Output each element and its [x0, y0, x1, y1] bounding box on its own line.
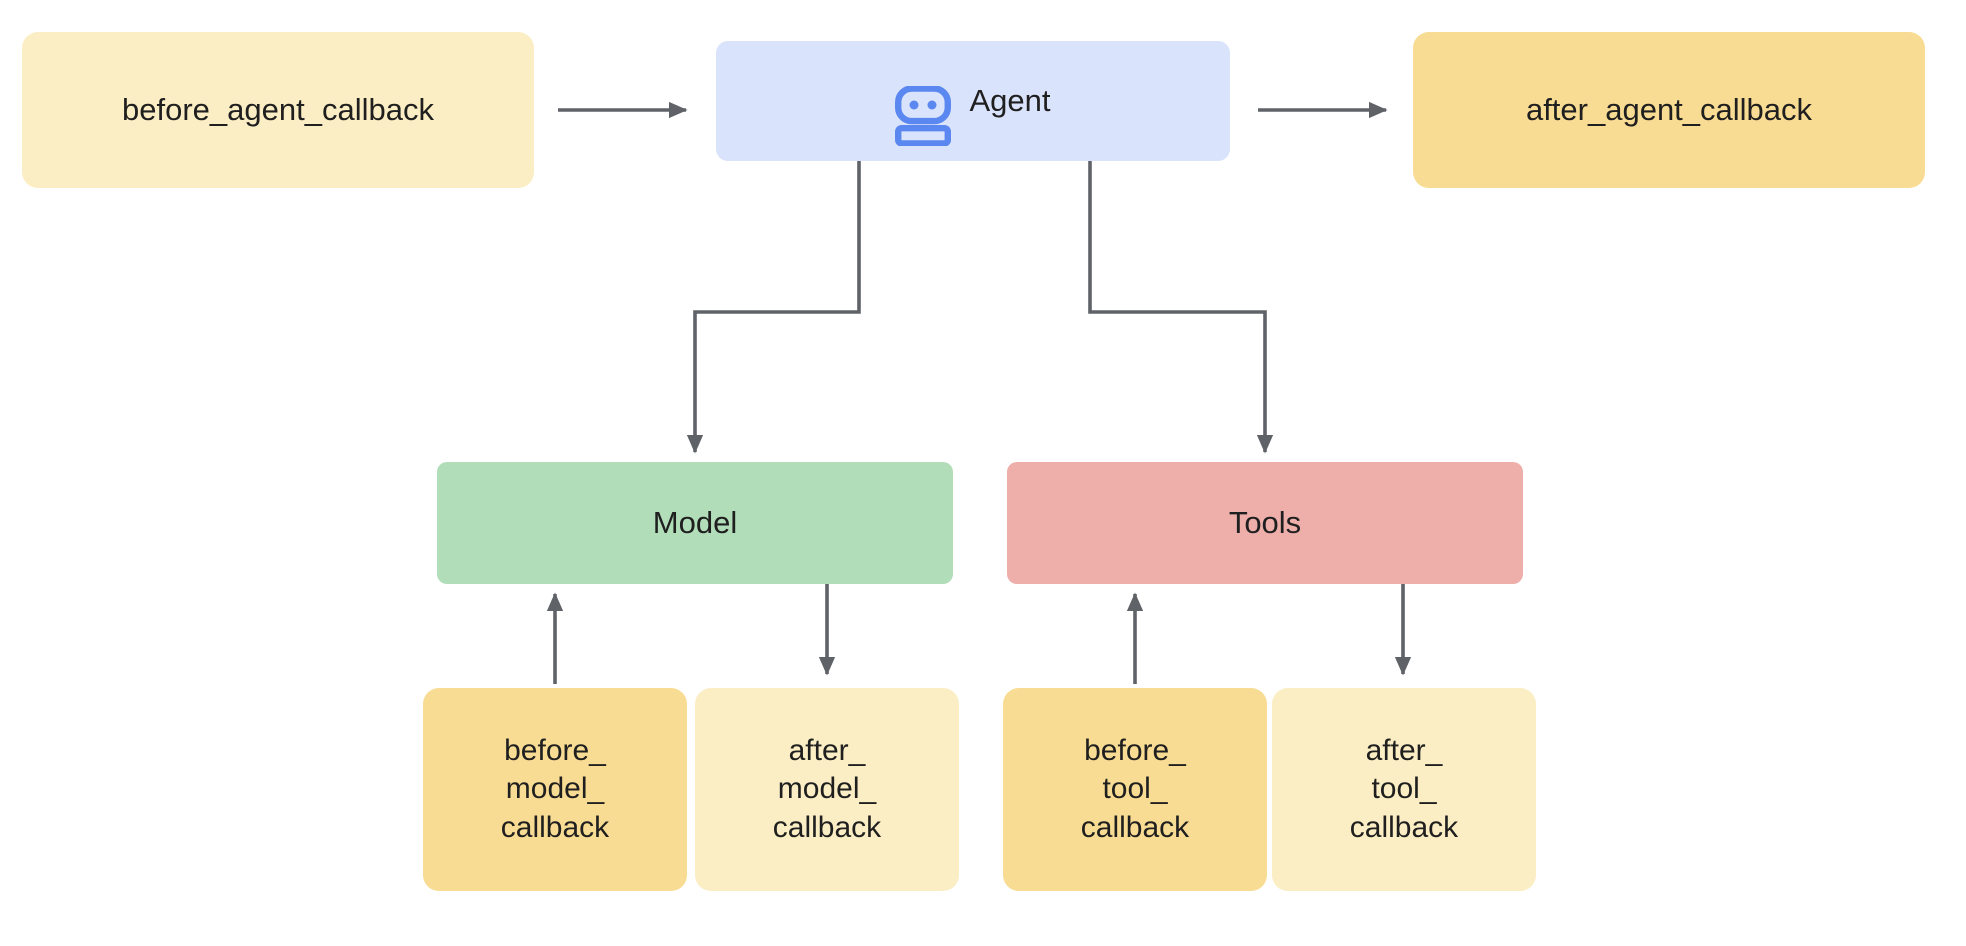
node-model[interactable]: Model	[437, 462, 953, 584]
node-agent-label: Agent	[969, 83, 1051, 119]
node-after-tool-callback-label: after_ tool_ callback	[1349, 733, 1459, 844]
node-before-tool-callback-label: before_ tool_ callback	[1080, 733, 1190, 844]
node-before-model-callback[interactable]: before_ model_ callback	[423, 688, 687, 891]
node-after-model-callback[interactable]: after_ model_ callback	[695, 688, 959, 891]
node-after-agent-callback[interactable]: after_agent_callback	[1413, 32, 1925, 188]
node-after-agent-callback-label: after_agent_callback	[1525, 92, 1813, 128]
node-after-tool-callback[interactable]: after_ tool_ callback	[1272, 688, 1536, 891]
node-before-agent-callback[interactable]: before_agent_callback	[22, 32, 534, 188]
node-model-label: Model	[652, 505, 738, 541]
node-before-tool-callback[interactable]: before_ tool_ callback	[1003, 688, 1267, 891]
node-after-model-callback-label: after_ model_ callback	[772, 733, 882, 844]
node-tools-label: Tools	[1228, 505, 1302, 541]
robot-icon	[895, 46, 952, 155]
node-before-agent-callback-label: before_agent_callback	[122, 92, 434, 128]
node-agent[interactable]: Agent	[716, 41, 1230, 161]
edge-agent-to-model	[686, 161, 861, 454]
node-before-model-callback-label: before_ model_ callback	[500, 733, 610, 844]
node-tools[interactable]: Tools	[1007, 462, 1523, 584]
edge-agent-to-tools	[1088, 161, 1274, 454]
